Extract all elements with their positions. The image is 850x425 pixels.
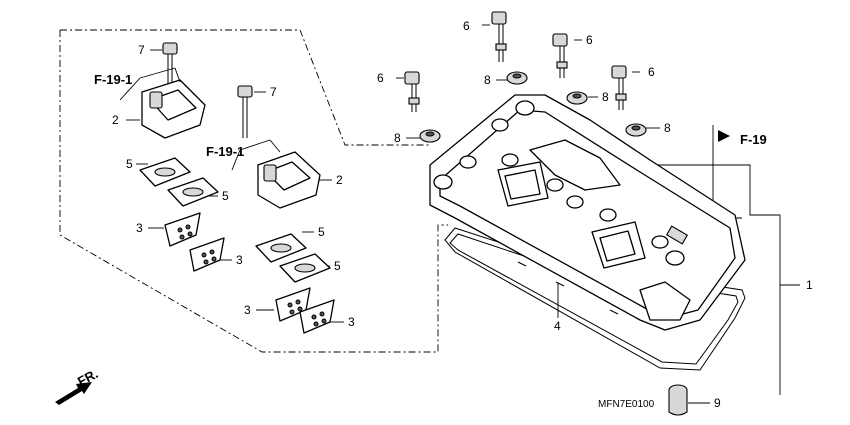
bolt-6d: [611, 65, 640, 110]
bolt-6b: [482, 11, 507, 62]
callout-3b: 3: [236, 253, 243, 267]
callout-2b: 2: [336, 173, 343, 187]
callout-3a: 3: [136, 221, 143, 235]
reference-f19-1-b: F-19-1: [206, 144, 244, 159]
callout-8b: 8: [484, 73, 491, 87]
washer-8c: [566, 91, 598, 105]
callout-3c: 3: [244, 303, 251, 317]
front-arrow-icon: [55, 382, 92, 405]
callout-3d: 3: [348, 315, 355, 329]
plate-3b: [189, 237, 232, 272]
plate-3d: [299, 299, 344, 334]
callout-5d: 5: [334, 259, 341, 273]
pad-5c: [255, 231, 314, 263]
pad-5a: [136, 157, 191, 187]
callout-6d: 6: [648, 65, 655, 79]
bolt-6c: [552, 33, 582, 78]
pad-5b: [167, 177, 219, 207]
plug-9: [668, 384, 710, 416]
reference-f19: F-19: [740, 132, 767, 147]
bolt-7a: [150, 42, 178, 95]
callout-8a: 8: [394, 131, 401, 145]
head-cover-bracket: [640, 164, 800, 395]
callout-8c: 8: [602, 90, 609, 104]
callout-9: 9: [714, 396, 721, 410]
plate-3a: [148, 212, 201, 247]
callout-6c: 6: [586, 33, 593, 47]
callout-4: 4: [554, 319, 561, 333]
bolt-6a: [396, 71, 420, 112]
callout-8d: 8: [664, 121, 671, 135]
washer-8d: [625, 123, 660, 137]
callout-1: 1: [806, 278, 813, 292]
reference-f19-1-a: F-19-1: [94, 72, 132, 87]
diagram-code: MFN7E0100: [598, 399, 655, 410]
callout-5a: 5: [126, 157, 133, 171]
f19-arrow-icon: [718, 130, 730, 142]
callout-7a: 7: [138, 43, 145, 57]
washer-8a: [406, 129, 441, 143]
pad-5d: [279, 253, 331, 283]
callout-2a: 2: [112, 113, 119, 127]
callout-5c: 5: [318, 225, 325, 239]
callout-6b: 6: [463, 19, 470, 33]
bolt-7b: [237, 85, 266, 138]
callout-6a: 6: [377, 71, 384, 85]
washer-8b: [496, 71, 528, 85]
cover-2a: [119, 67, 206, 139]
callout-7b: 7: [270, 85, 277, 99]
plate-3c: [256, 287, 311, 322]
cylinder-head-cover: [429, 94, 746, 331]
subassembly-outline: [59, 29, 448, 353]
cover-2b: [231, 139, 332, 209]
callout-5b: 5: [222, 189, 229, 203]
